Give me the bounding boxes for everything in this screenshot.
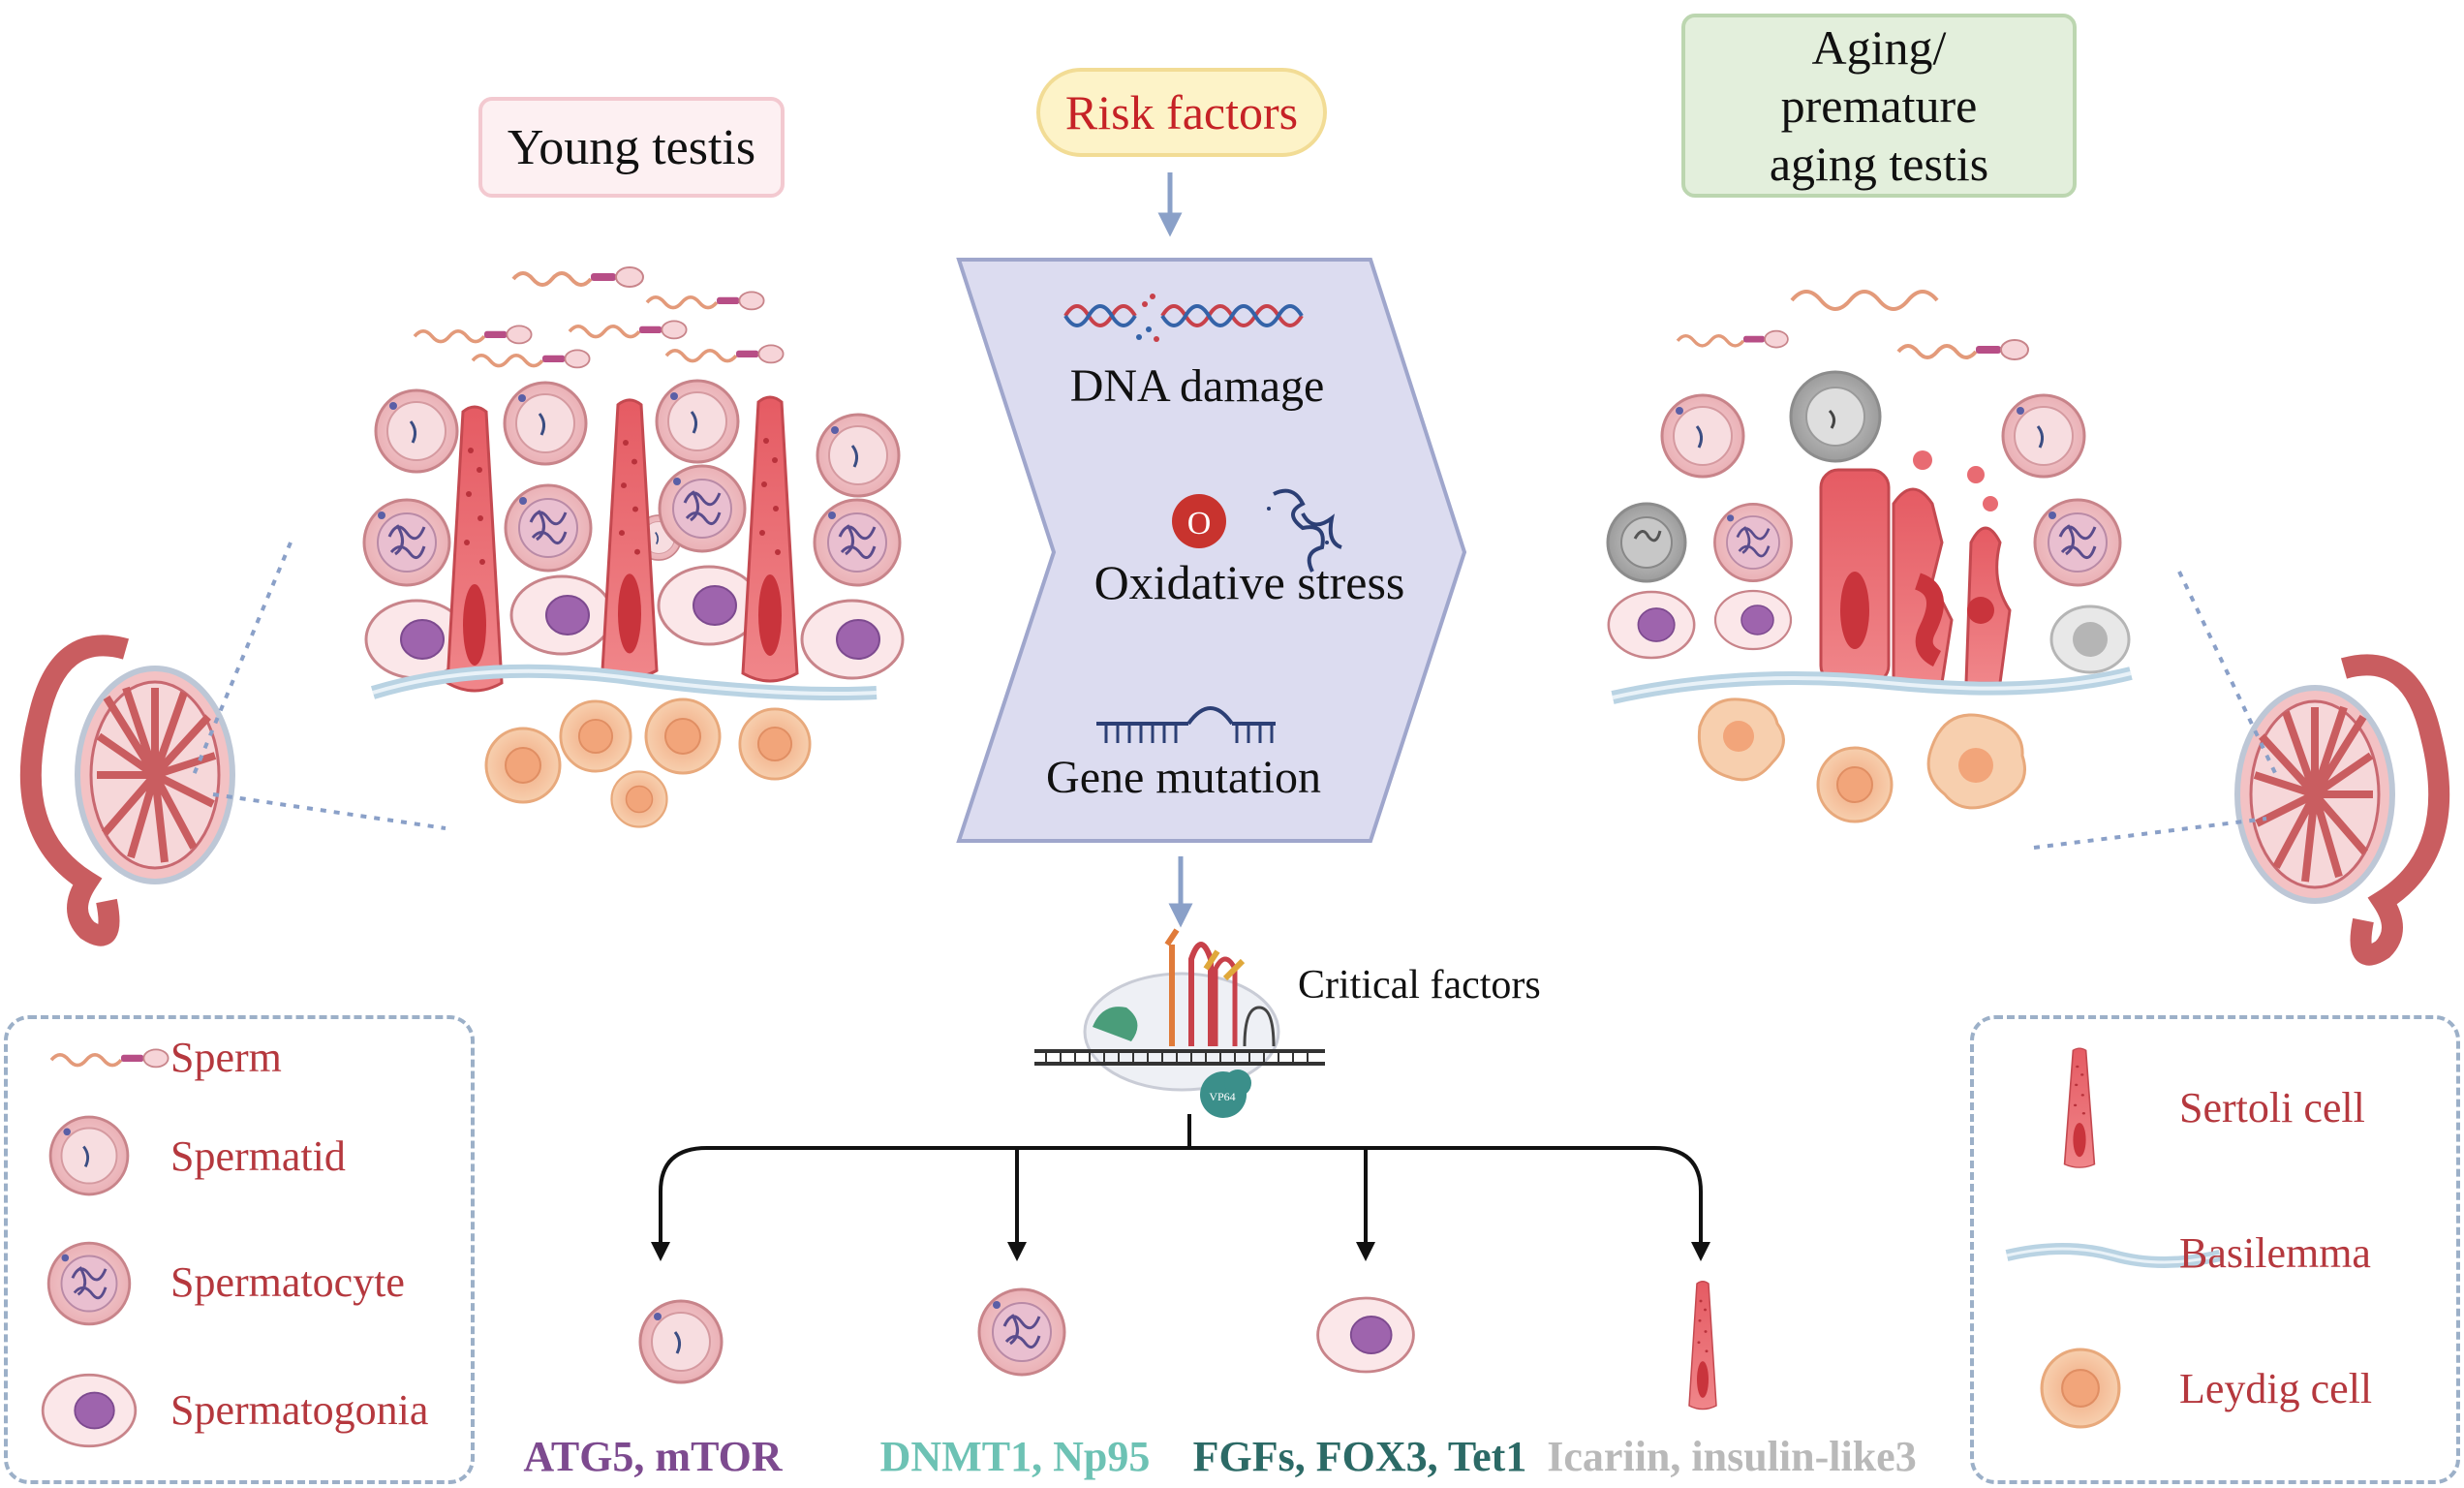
risk-factors-title: Risk factors [1036,68,1327,157]
factor-label-fgfs-fox3-tet1: FGFs, FOX3, Tet1 [1193,1433,1527,1480]
young-zoom-line-upper [192,542,293,776]
aging-germ-cells [1606,370,2131,674]
young-testis-organ [31,645,232,935]
step-label-oxidative-stress: Oxidative stress [1094,555,1405,609]
young-sperm-group [413,265,785,370]
factor-cell-sertoli [1688,1281,1717,1410]
aging-sertoli-cells [1819,450,2012,685]
factor-cell-spermatogonia [1316,1296,1415,1374]
aging-title-line-2: premature [1780,78,1978,133]
aging-zoom-line-upper [2177,571,2278,776]
svg-text:VP64: VP64 [1209,1090,1235,1103]
young-testis-illustration [31,265,905,936]
factor-label-icariin-insulin-like3: Icariin, insulin-like3 [1547,1433,1916,1480]
aging-title-line-1: Aging/ [1811,20,1947,75]
basilemma-icon [2005,1243,2222,1268]
aging-zoom-line-lower [2033,817,2267,850]
step-label-gene-mutation: Gene mutation [1046,752,1321,803]
mutated-dna-icon [1096,706,1276,743]
svg-text:O: O [1187,506,1212,542]
critical-factors-label: Critical factors [1298,963,1541,1008]
aging-testis-title: Aging/ premature aging testis [1681,14,2077,198]
legend-label-basilemma: Basilemma [2179,1229,2371,1277]
step-label-dna-damage: DNA damage [1070,360,1325,412]
factor-branch-arrows [651,1114,1710,1261]
legend-label-spermatocyte: Spermatocyte [170,1258,405,1306]
risk-chevron [956,258,1467,843]
oxygen-radical-icon: O [1172,494,1226,548]
legend-label-spermatogonia: Spermatogonia [170,1386,429,1434]
legend-label-sperm: Sperm [170,1034,282,1081]
legend-right-icons [2005,1047,2222,1429]
young-leydig-cells [484,698,812,828]
legend-right [1970,1015,2460,1484]
factor-cell-spermatid [638,1299,724,1384]
young-zoom-line-lower [212,792,447,830]
legend-label-sertoli-cell: Sertoli cell [2179,1084,2365,1132]
factor-label-atg5-mtor: ATG5, mTOR [523,1433,784,1480]
critical-factors-complex-icon: VP64 [1034,928,1325,1118]
legend-left [4,1015,475,1484]
aging-title-line-3: aging testis [1769,137,1989,191]
legend-label-spermatid: Spermatid [170,1132,346,1180]
young-sertoli-cells [446,395,799,693]
aging-leydig-cells [1697,698,2026,823]
young-testis-title: Young testis [478,97,785,198]
dna-break-icon [1063,294,1304,342]
aging-sperm-group [1676,290,2030,361]
aging-testis-organ [2237,665,2439,954]
damaged-dna-scribble-icon [1267,488,1342,573]
aging-testis-illustration [1606,290,2439,955]
factor-cell-spermatocyte [977,1287,1066,1377]
legend-label-leydig-cell: Leydig cell [2179,1365,2373,1412]
factor-label-dnmt1-np95: DNMT1, Np95 [880,1433,1151,1480]
